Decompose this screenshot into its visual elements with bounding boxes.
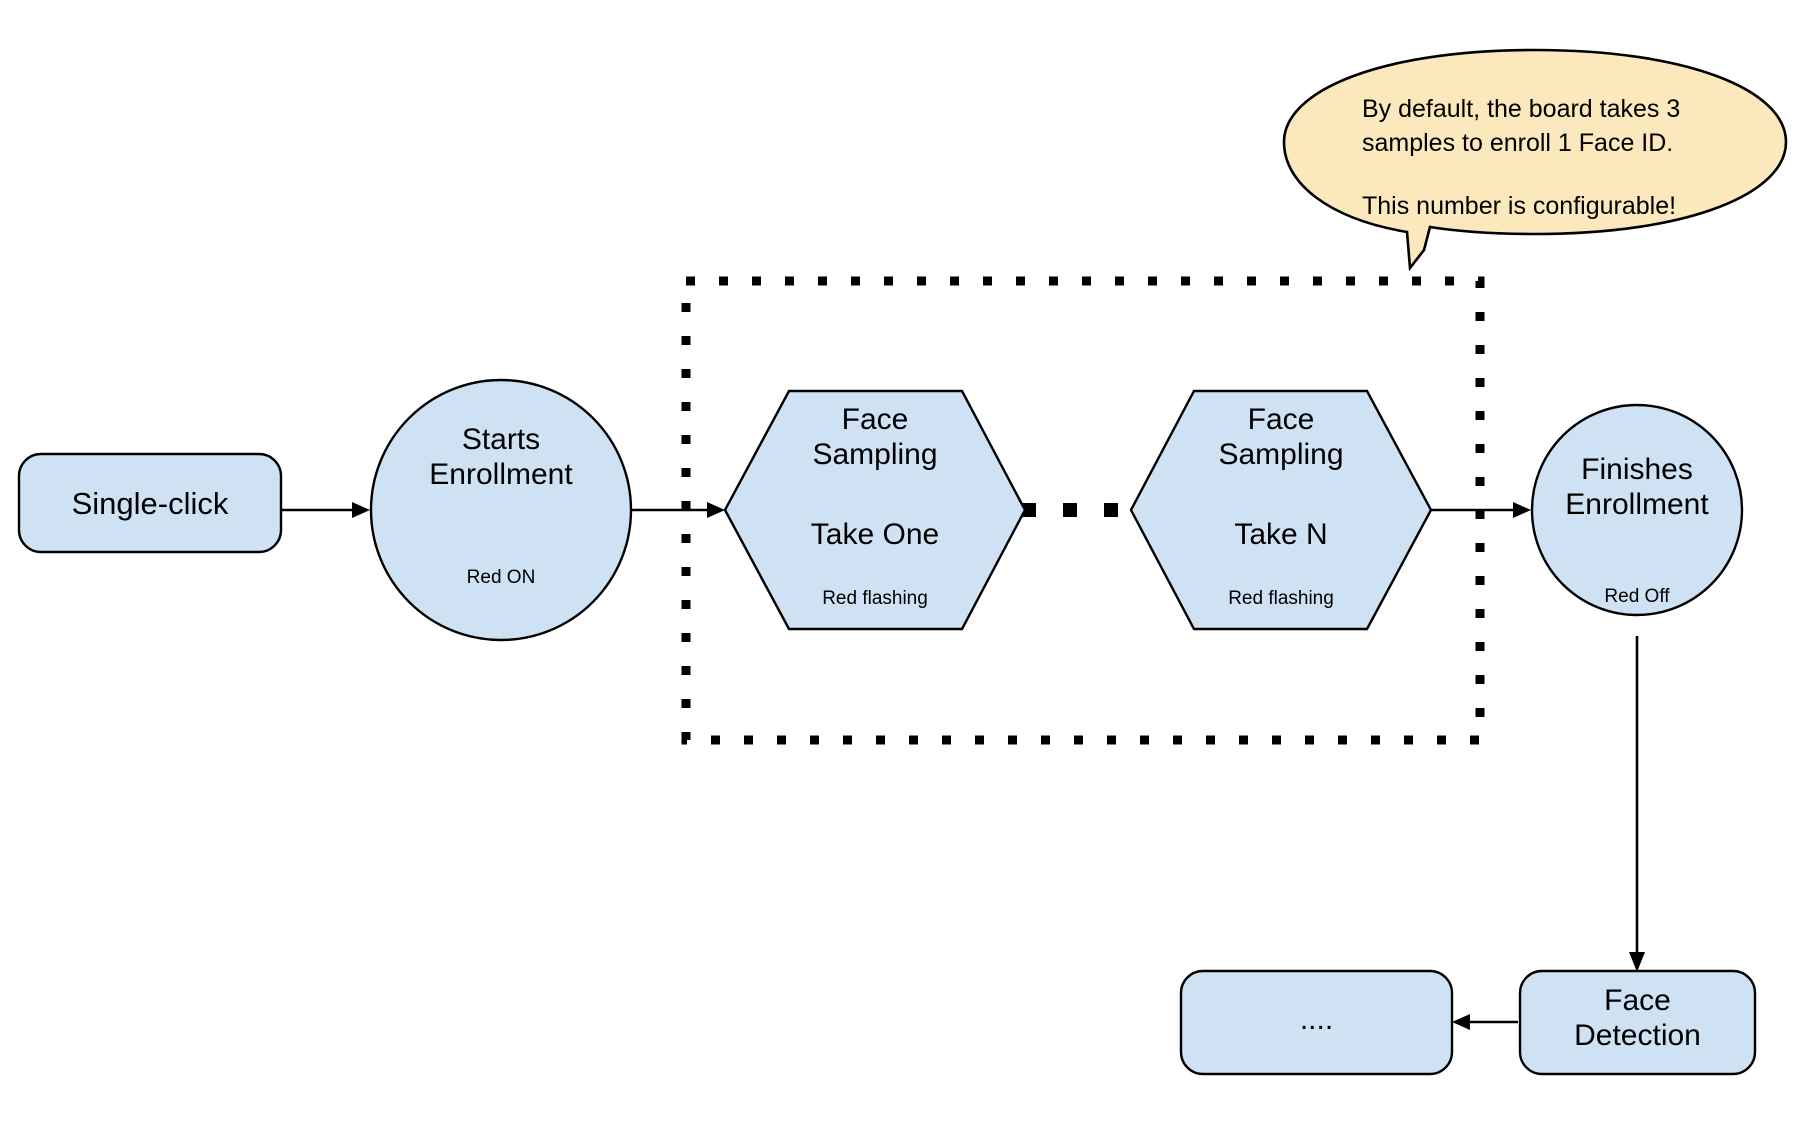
node-starts-enrollment[interactable] xyxy=(369,378,633,642)
node-single-click[interactable] xyxy=(17,452,283,554)
edge-finishes-enrollment-to-face-detection xyxy=(1629,636,1645,972)
edge-face-detection-to-more-steps xyxy=(1452,1014,1518,1030)
node-face-detection[interactable] xyxy=(1518,969,1757,1076)
node-face-sampling-take-one[interactable] xyxy=(723,389,1027,631)
edge-starts-enrollment-to-face-sampling-one xyxy=(632,502,725,518)
edge-face-sampling-n-to-finishes-enrollment xyxy=(1418,502,1531,518)
node-face-sampling-take-n[interactable] xyxy=(1129,389,1433,631)
edge-single-click-to-starts-enrollment xyxy=(282,502,370,518)
node-more-steps[interactable] xyxy=(1179,969,1454,1076)
node-finishes-enrollment[interactable] xyxy=(1530,403,1744,617)
callout-bubble[interactable] xyxy=(1282,48,1788,272)
